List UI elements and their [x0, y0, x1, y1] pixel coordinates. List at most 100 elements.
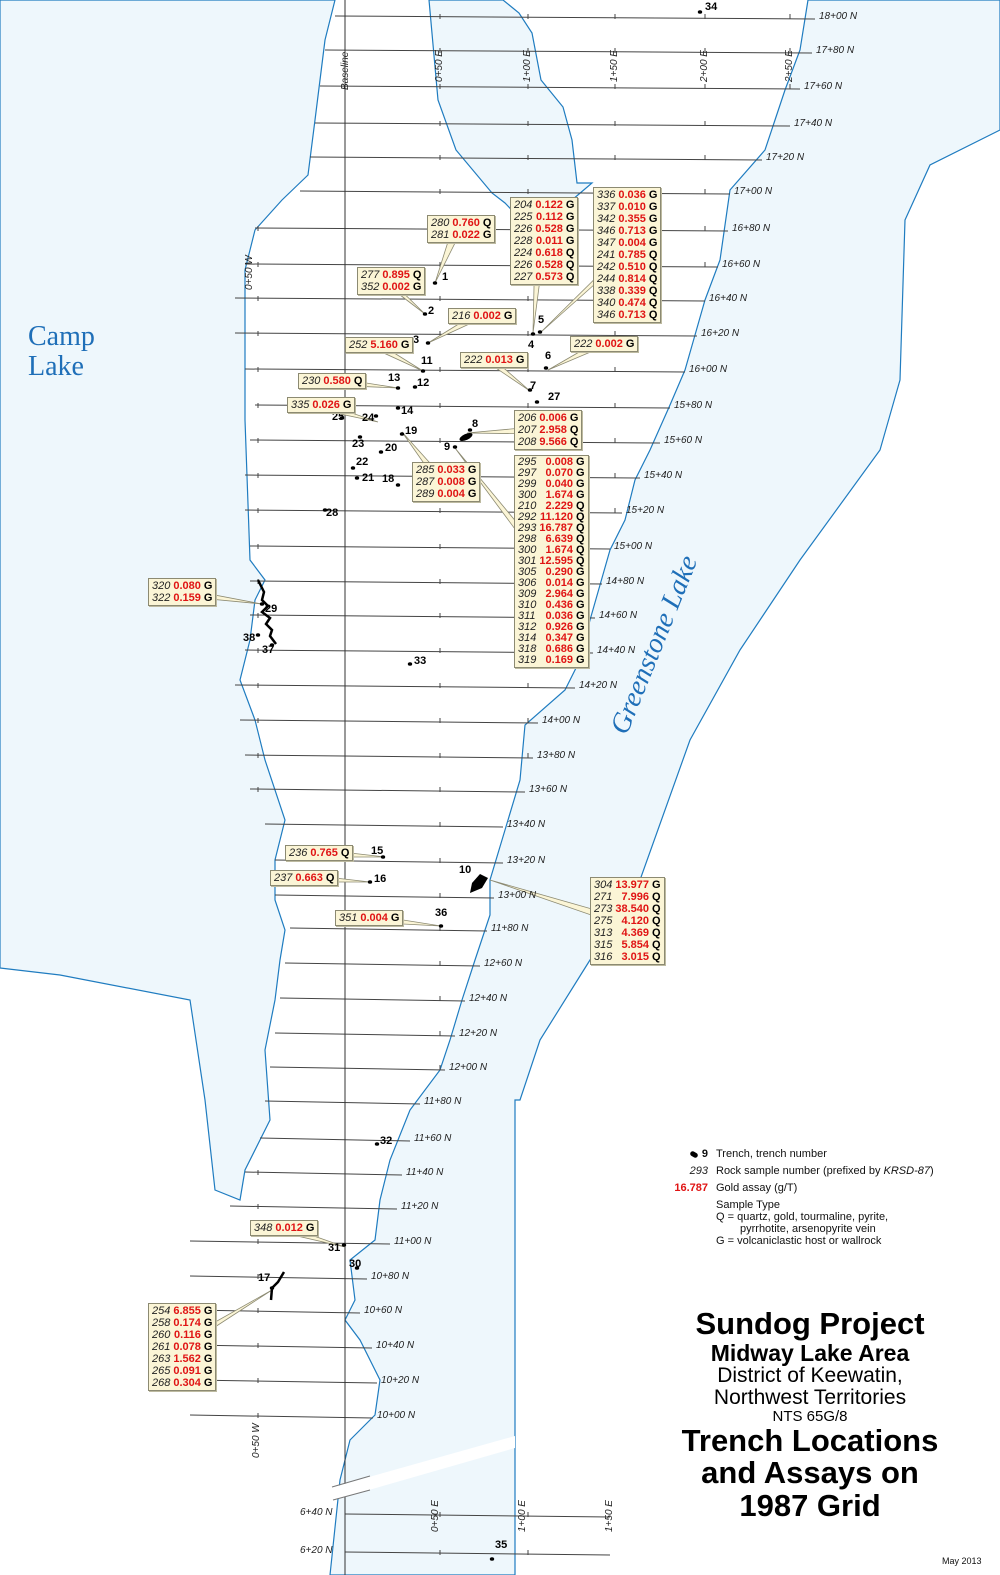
sample-type: Q [652, 939, 661, 951]
grid-line [189, 1414, 374, 1419]
column-label-south: 1+00 E [517, 1500, 528, 1532]
grid-line-label: 12+20 N [459, 1028, 498, 1039]
sample-type: G [648, 189, 658, 201]
gold-assay: 0.474 [618, 297, 646, 309]
trench-number: 30 [349, 1258, 362, 1270]
sample-type-legend: Sample Type Q = quartz, gold, tourmaline… [716, 1199, 934, 1247]
sample-number: 228 [514, 235, 533, 247]
camp-lake-label-line: Camp [28, 321, 95, 352]
sample-number: 310 [518, 599, 537, 611]
trench-number: 34 [705, 1, 718, 13]
gold-assay: 0.010 [618, 201, 646, 213]
grid-line-label: 11+20 N [401, 1201, 439, 1212]
sample-number: 292 [518, 511, 537, 523]
sample-number: 347 [597, 237, 616, 249]
sample-number: 318 [518, 643, 537, 655]
grid-line-label: 17+00 N [734, 186, 773, 197]
sample-type: Q [565, 271, 575, 283]
grid-line [249, 788, 526, 793]
gold-assay: 0.022 [452, 229, 480, 241]
sample-number: 261 [152, 1341, 171, 1353]
gold-assay: 2.229 [545, 500, 574, 512]
trench-number: 8 [472, 418, 479, 430]
sample-number: 254 [152, 1305, 171, 1317]
trench-key: 9 [668, 1148, 708, 1160]
break-mark [331, 1475, 371, 1488]
trench-20-mark [378, 450, 384, 454]
grid-line-label: 12+00 N [449, 1062, 488, 1073]
trench-36-mark [438, 924, 444, 928]
sample-type: G [576, 577, 585, 589]
gold-assay: 7.996 [621, 891, 650, 903]
sample-number: 313 [594, 927, 613, 939]
grid-line-label: 13+60 N [529, 784, 568, 795]
sample-type: Q [652, 927, 661, 939]
nts-line: NTS 65G/8 [772, 1407, 848, 1425]
trench-number: 37 [262, 644, 275, 656]
gold-assay: 0.765 [310, 847, 338, 859]
sample-number: 295 [518, 456, 537, 468]
grid-line [234, 684, 576, 689]
sample-type: G [652, 879, 661, 891]
gold-assay: 0.036 [545, 610, 574, 622]
trench-29-outline [256, 579, 277, 645]
gold-assay: 0.040 [545, 478, 574, 490]
assay-key: 16.787 [674, 1182, 708, 1194]
sample-type: G [305, 1222, 315, 1234]
grid-line-label: 17+20 N [766, 152, 805, 163]
gold-assay: 0.014 [545, 577, 574, 589]
gold-assay: 0.436 [545, 599, 574, 611]
sample-number: 204 [514, 199, 533, 211]
trench-16-mark [367, 880, 373, 884]
trench-number: 1 [442, 271, 449, 283]
sample-type-q: Q = quartz, gold, tourmaline, pyrite, [716, 1211, 889, 1223]
gold-assay: 0.116 [173, 1329, 201, 1341]
sample-type: Q [652, 915, 661, 927]
gold-assay: 0.760 [452, 217, 480, 229]
sample-type: G [203, 1317, 213, 1329]
gold-assay: 0.070 [545, 467, 574, 479]
sample-number: 337 [597, 201, 616, 213]
sample-number: 271 [594, 891, 613, 903]
sample-type: G [203, 592, 213, 604]
gold-assay: 0.004 [618, 237, 646, 249]
sample-number: 216 [452, 310, 471, 322]
grid-line [189, 1240, 391, 1245]
grid-line-label: 11+40 N [406, 1167, 444, 1178]
legend-sample-label: Rock sample number (prefixed by KRSD-87) [716, 1165, 934, 1177]
gold-assay: 0.713 [618, 225, 646, 237]
sample-number: 265 [152, 1365, 171, 1377]
sample-number: 338 [597, 285, 616, 297]
trench-24-mark [373, 414, 379, 418]
gold-assay: 0.013 [485, 354, 513, 366]
grid-break [330, 1436, 515, 1500]
map-title-line: 1987 Grid [739, 1487, 881, 1523]
trench-28-mark [322, 508, 328, 512]
trench-32-mark [374, 1142, 380, 1146]
sample-type: Q [576, 533, 585, 545]
trench-number: 25 [332, 411, 345, 423]
sample-number: 242 [597, 261, 616, 273]
sample-number: 226 [514, 223, 533, 235]
sample-number: 293 [518, 522, 537, 534]
gold-assay: 0.004 [437, 488, 465, 500]
trench-marks [255, 10, 703, 1561]
gold-assay: 0.169 [545, 654, 574, 666]
sample-number: 208 [518, 436, 537, 448]
gold-assay: 0.002 [595, 338, 623, 350]
trench-25-mark [339, 416, 345, 420]
sample-type: G [576, 478, 585, 490]
sample-type: G [648, 213, 658, 225]
map-title-line: and Assays on [701, 1455, 919, 1491]
trench-number: 5 [538, 314, 545, 326]
trench-number: 18 [382, 473, 395, 485]
trench-number: 27 [548, 391, 561, 403]
gold-assay: 0.528 [535, 259, 563, 271]
sample-number: 237 [274, 872, 293, 884]
sample-type: G [203, 580, 213, 592]
